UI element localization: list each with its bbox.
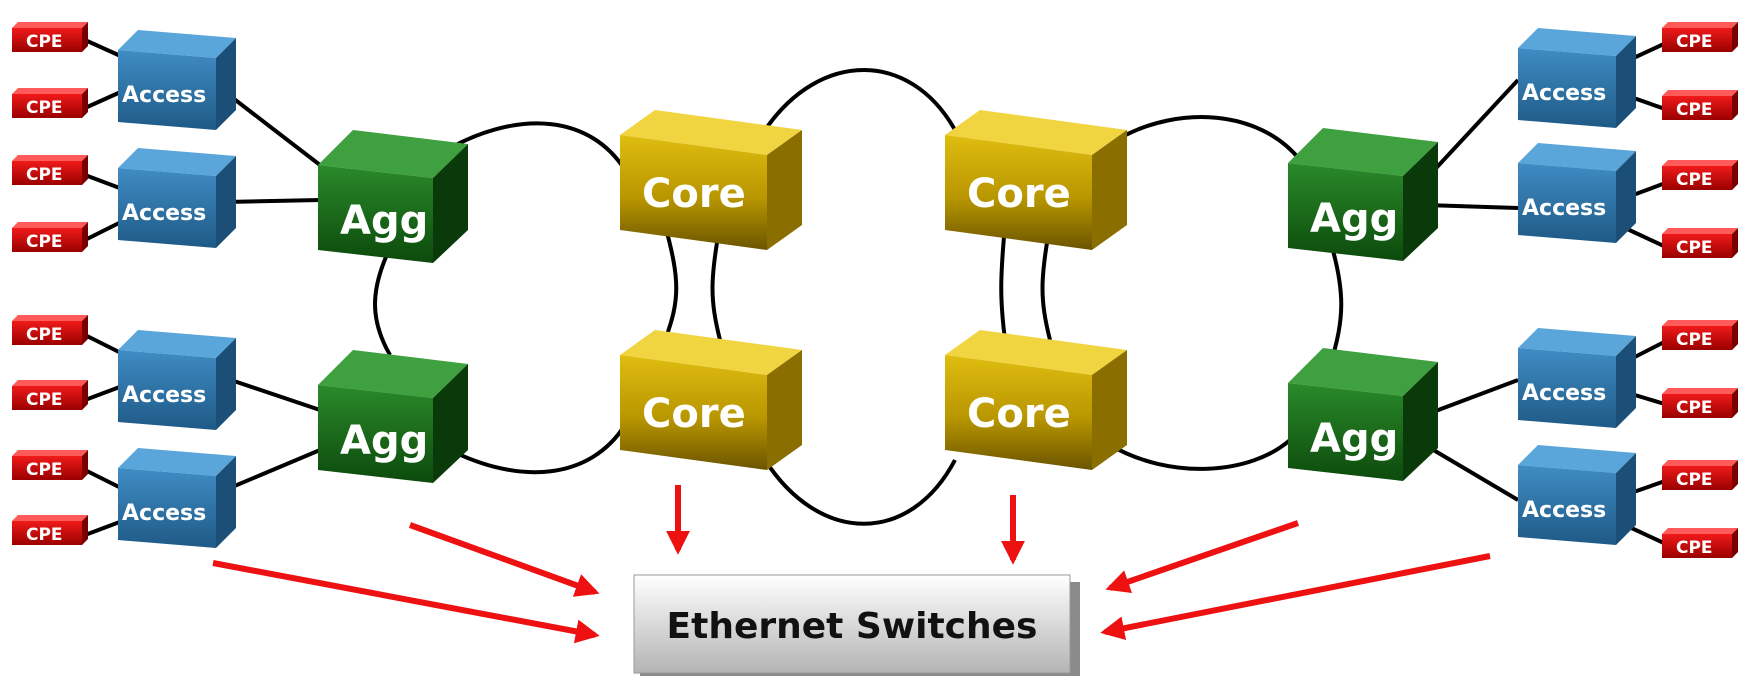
cpe-label: CPE: [26, 460, 63, 480]
cpe-device: CPE: [1662, 90, 1738, 120]
cpe-label: CPE: [26, 325, 63, 345]
cpe-label: CPE: [1676, 330, 1713, 350]
cpe-device: CPE: [1662, 528, 1738, 558]
link-access-agg: [1424, 203, 1519, 210]
cpe-device: CPE: [1662, 160, 1738, 190]
core-devices: Core Core Core Core: [620, 110, 1127, 470]
cpe-label: CPE: [26, 32, 63, 52]
access-label: Access: [122, 383, 206, 408]
agg-switch: Agg: [318, 350, 468, 483]
cpe-label: CPE: [1676, 170, 1713, 190]
agg-label: Agg: [1310, 416, 1398, 462]
cpe-device: CPE: [1662, 388, 1738, 418]
link-access-agg: [223, 90, 322, 167]
cpe-label: CPE: [1676, 100, 1713, 120]
access-label: Access: [1522, 498, 1606, 523]
agg-label: Agg: [340, 418, 428, 464]
cpe-device: CPE: [12, 450, 88, 480]
access-label: Access: [1522, 81, 1606, 106]
arrow: [408, 522, 600, 597]
agg-label: Agg: [1310, 196, 1398, 242]
cpe-device: CPE: [12, 515, 88, 545]
ring-left-agg-side: [373, 247, 392, 356]
agg-switch: Agg: [1288, 128, 1438, 261]
cpe-device: CPE: [1662, 228, 1738, 258]
access-label: Access: [122, 501, 206, 526]
agg-switch: Agg: [1288, 348, 1438, 481]
access-switch: Access: [1518, 143, 1636, 243]
access-switch: Access: [118, 148, 236, 248]
core-router: Core: [945, 330, 1127, 470]
access-switch: Access: [118, 448, 236, 548]
core-label: Core: [642, 391, 746, 437]
ring-core-bottom: [763, 458, 957, 526]
cpe-label: CPE: [1676, 470, 1713, 490]
cpe-device: CPE: [12, 22, 88, 52]
access-switch: Access: [1518, 28, 1636, 128]
cpe-device: CPE: [1662, 320, 1738, 350]
arrow: [1100, 553, 1491, 641]
cpe-device: CPE: [12, 88, 88, 118]
link-access-agg: [1423, 443, 1520, 502]
ethernet-switches-label: Ethernet Switches: [667, 606, 1038, 647]
core-link-left-a: [663, 224, 679, 341]
cpe-label: CPE: [1676, 238, 1713, 258]
core-link-right-a: [999, 224, 1007, 341]
link-access-agg: [1424, 378, 1519, 417]
ring-right-agg-bottom: [1108, 438, 1292, 471]
core-label: Core: [642, 171, 746, 217]
core-router: Core: [620, 110, 802, 250]
cpe-device: CPE: [12, 380, 88, 410]
cpe-device: CPE: [12, 222, 88, 252]
access-label: Access: [1522, 196, 1606, 221]
agg-devices: Agg Agg Agg Agg: [318, 128, 1438, 483]
access-switch: Access: [118, 30, 236, 130]
access-label: Access: [1522, 381, 1606, 406]
link-access-agg: [224, 448, 321, 492]
core-label: Core: [967, 391, 1071, 437]
agg-switch: Agg: [318, 130, 468, 263]
arrow: [1105, 520, 1299, 594]
cpe-label: CPE: [26, 232, 63, 252]
agg-label: Agg: [340, 198, 428, 244]
cpe-devices: CPE CPE CPE CPE CPE: [12, 22, 1738, 558]
cpe-label: CPE: [1676, 538, 1713, 558]
ring-left-agg-bottom: [449, 423, 627, 475]
ring-core-top: [763, 68, 957, 132]
ethernet-switches-box: Ethernet Switches: [633, 574, 1080, 676]
access-label: Access: [122, 83, 206, 108]
access-label: Access: [122, 201, 206, 226]
core-label: Core: [967, 171, 1071, 217]
arrow: [212, 560, 600, 644]
link-access-agg: [1423, 78, 1520, 182]
ring-left-agg-top: [449, 121, 627, 172]
cpe-device: CPE: [12, 155, 88, 185]
ring-right-agg-top: [1119, 115, 1302, 162]
cpe-label: CPE: [26, 98, 63, 118]
access-switch: Access: [1518, 445, 1636, 545]
access-devices: Access Access Access Access Access: [118, 28, 1636, 548]
link-access-agg: [224, 376, 321, 412]
cpe-label: CPE: [26, 525, 63, 545]
cpe-label: CPE: [26, 390, 63, 410]
core-router: Core: [945, 110, 1127, 250]
core-router: Core: [620, 330, 802, 470]
ring-right-agg-side: [1328, 239, 1344, 366]
link-access-agg: [224, 198, 321, 204]
link-cpe-access: [1624, 226, 1669, 250]
cpe-label: CPE: [26, 165, 63, 185]
cpe-device: CPE: [1662, 22, 1738, 52]
cpe-device: CPE: [1662, 460, 1738, 490]
access-switch: Access: [1518, 328, 1636, 428]
arrows: [212, 485, 1491, 644]
cpe-device: CPE: [12, 315, 88, 345]
cpe-label: CPE: [1676, 32, 1713, 52]
access-switch: Access: [118, 330, 236, 430]
cpe-label: CPE: [1676, 398, 1713, 418]
